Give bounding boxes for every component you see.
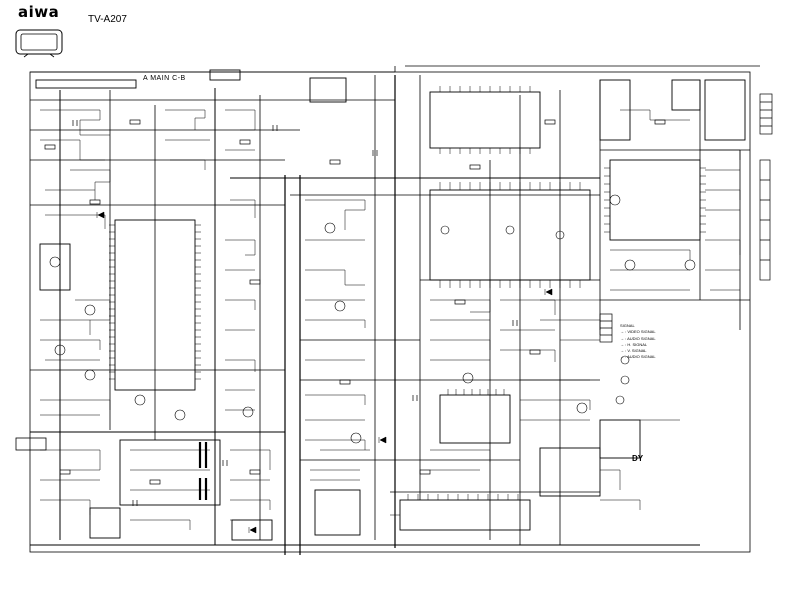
legend-item: → : H. SIGNAL [620,341,648,347]
board-title: A MAIN C-B [143,75,186,82]
legend-item: → : VIDEO SIGNAL [620,329,656,335]
signal-legend: SIGNAL → : VIDEO SIGNAL → : AUDIO SIGNAL… [620,323,656,361]
tv-icon [15,29,63,58]
deflection-yoke-label: DY [632,454,644,463]
legend-title: SIGNAL [620,323,635,328]
legend-item: → : AUDIO SIGNAL [620,354,656,360]
legend-item: → : V. SIGNAL [620,348,647,354]
legend-item: → : AUDIO SIGNAL [620,335,656,341]
model-number: TV-A207 [88,14,127,25]
brand-logo: aiwa [18,3,60,21]
